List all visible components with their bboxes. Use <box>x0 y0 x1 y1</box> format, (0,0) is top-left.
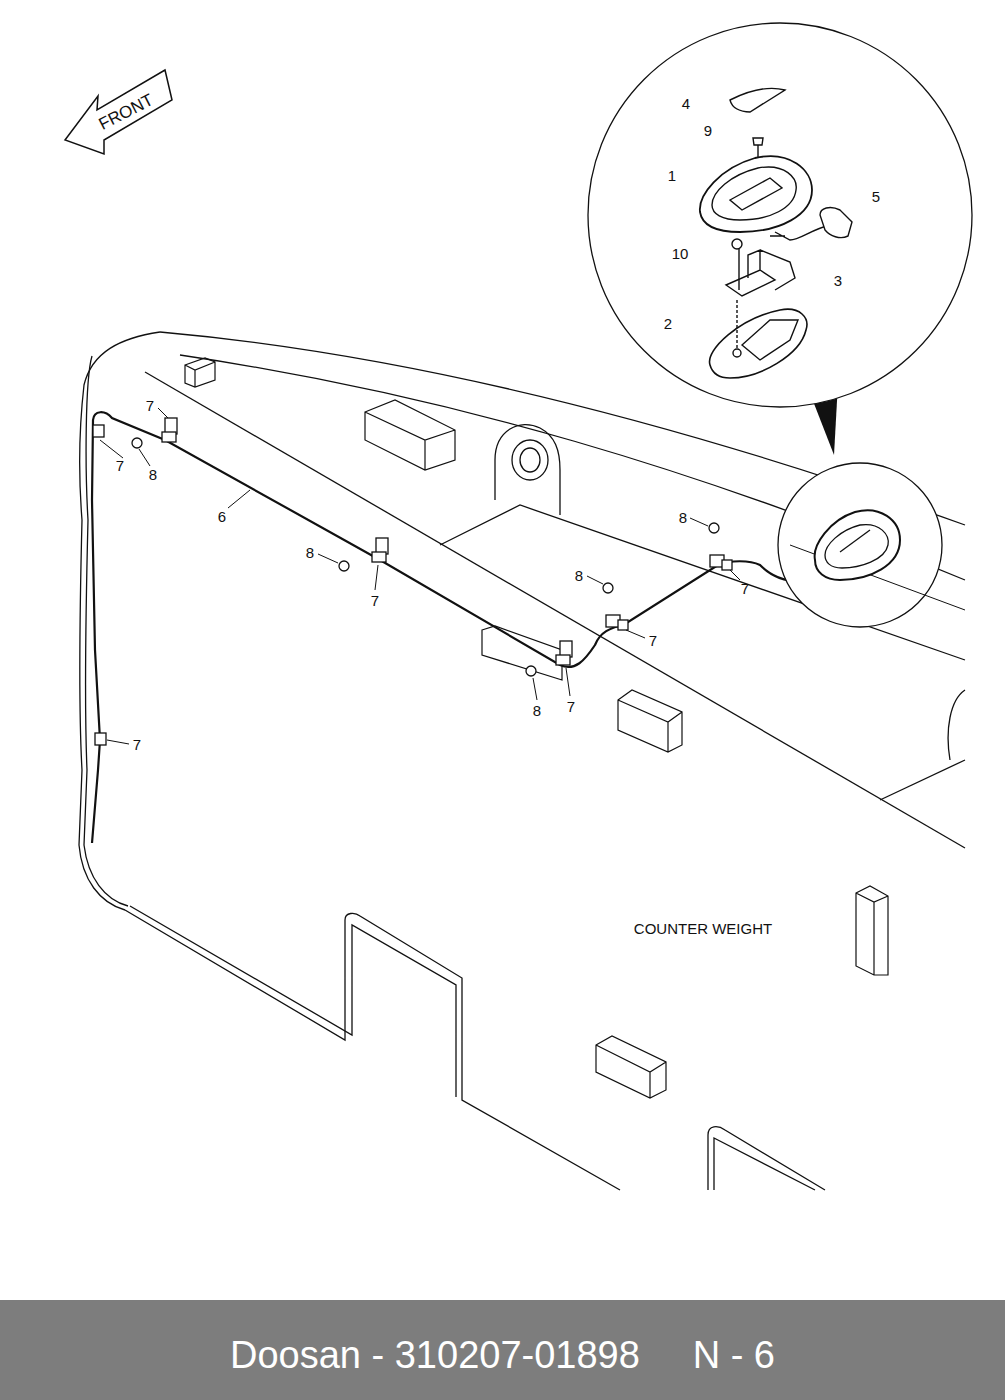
callout-number: 4 <box>682 96 690 111</box>
counter-weight <box>79 332 965 1190</box>
callout-number: 6 <box>218 509 226 524</box>
callout-number: 7 <box>371 593 379 608</box>
lamp-parts <box>700 88 852 378</box>
callout-number: 8 <box>149 467 157 482</box>
detail-circle <box>588 23 972 407</box>
callout-number: 9 <box>704 123 712 138</box>
lamp-zoom <box>778 463 965 627</box>
callout-number: 8 <box>533 703 541 718</box>
caption: Doosan - 310207-01898 N - 6 <box>0 1330 1005 1380</box>
callout-number: 7 <box>133 737 141 752</box>
callout-number: 7 <box>567 699 575 714</box>
clamps <box>93 418 732 745</box>
front-arrow <box>65 70 172 154</box>
callout-number: 8 <box>679 510 687 525</box>
callout-number: 5 <box>872 189 880 204</box>
lifting-eye <box>495 425 560 515</box>
leader-lines <box>100 104 867 744</box>
callout-number: 7 <box>146 398 154 413</box>
part-label: COUNTER WEIGHT <box>634 921 772 936</box>
bolts <box>132 438 719 676</box>
callout-number: 1 <box>668 168 676 183</box>
callout-number: 8 <box>575 568 583 583</box>
callout-number: 3 <box>834 273 842 288</box>
callout-number: 10 <box>672 246 689 261</box>
callout-number: 7 <box>741 581 749 596</box>
callout-number: 2 <box>664 316 672 331</box>
mounting-blocks <box>185 358 888 1098</box>
wire-harness <box>92 412 820 843</box>
callout-number: 7 <box>116 458 124 473</box>
caption-band <box>0 1300 1005 1400</box>
callout-number: 8 <box>306 545 314 560</box>
callout-number: 7 <box>649 633 657 648</box>
